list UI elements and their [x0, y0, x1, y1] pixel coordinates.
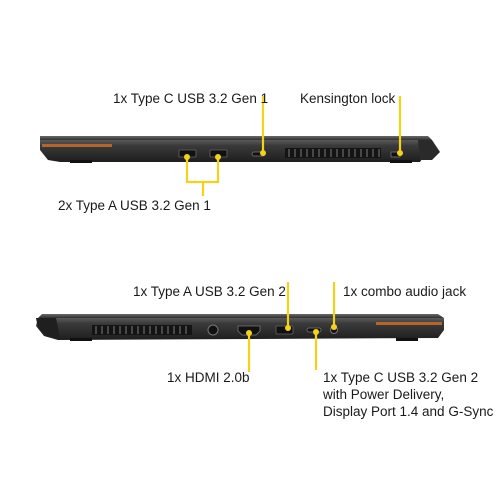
copper-accent-stripe	[42, 144, 112, 147]
vent-grille	[285, 148, 381, 158]
label-usb-a-gen2: 1x Type A USB 3.2 Gen 2	[133, 284, 286, 299]
label-usb-c-gen2-line2: with Power Delivery,	[323, 387, 445, 402]
vent-grille	[92, 325, 192, 335]
callout-dot	[285, 325, 291, 331]
label-usb-c-gen2-line1: 1x Type C USB 3.2 Gen 2	[323, 370, 479, 385]
label-audio-jack: 1x combo audio jack	[343, 284, 467, 299]
callout-dot	[313, 329, 319, 335]
callout-dot	[184, 154, 190, 160]
callout-dots-bottom	[246, 324, 337, 336]
callout-line-usb-a-pair	[185, 157, 220, 196]
callout-dot	[215, 154, 221, 160]
label-kensington-lock: Kensington lock	[300, 91, 396, 106]
hinge	[36, 318, 60, 338]
callout-lines-bottom	[247, 282, 336, 372]
hinge	[418, 140, 440, 160]
label-usb-c-gen2-line3: Display Port 1.4 and G-Sync	[323, 404, 494, 419]
label-hdmi: 1x HDMI 2.0b	[167, 370, 250, 385]
rubber-foot	[70, 338, 92, 341]
rubber-foot	[396, 338, 418, 341]
laptop-left-side	[40, 136, 440, 163]
callout-dot	[260, 150, 266, 156]
laptop-lid	[38, 314, 444, 318]
callout-lines-top	[185, 96, 402, 196]
laptop-lid	[40, 136, 432, 140]
copper-accent-stripe	[376, 322, 442, 325]
callout-dot	[246, 330, 252, 336]
power-jack-icon	[207, 324, 219, 336]
rubber-foot	[390, 160, 412, 163]
laptop-right-side	[36, 314, 444, 341]
callout-dots-top	[184, 150, 403, 160]
callout-dot	[397, 150, 403, 156]
label-usb-c-top: 1x Type C USB 3.2 Gen 1	[113, 91, 269, 106]
label-usb-a-pair: 2x Type A USB 3.2 Gen 1	[58, 198, 211, 213]
rubber-foot	[70, 160, 92, 163]
callout-dot	[331, 324, 337, 330]
